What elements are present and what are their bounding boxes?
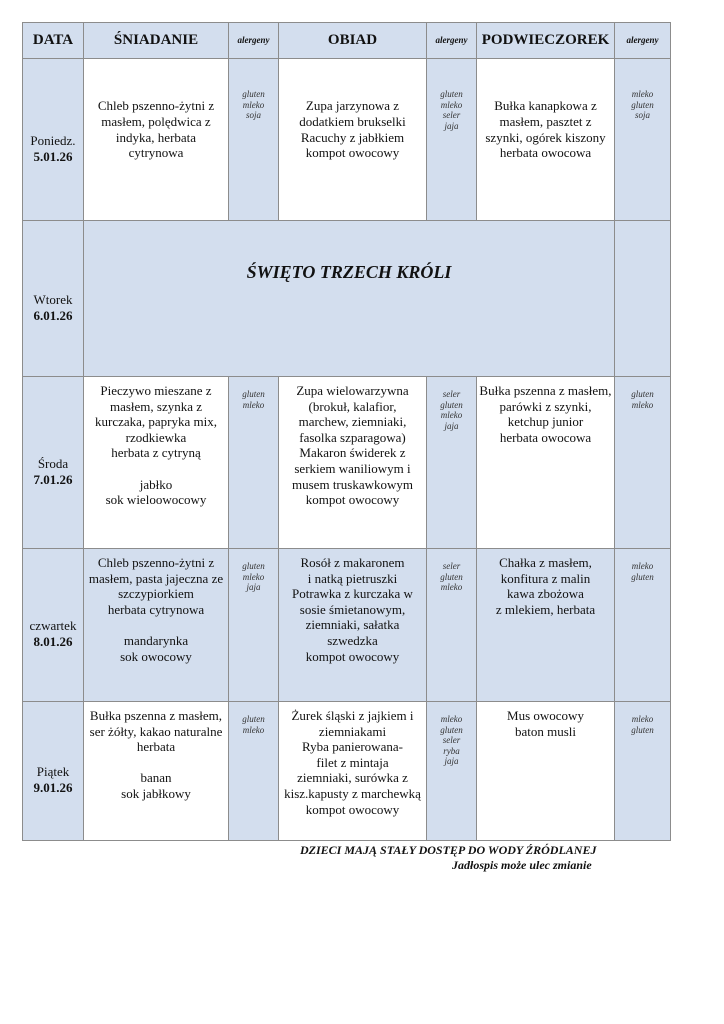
header-allergens: alergeny (228, 22, 279, 59)
day-name: Środa (37, 455, 69, 471)
water-notice: DZIECI MAJĄ STAŁY DOSTĘP DO WODY ŹRÓDLAN… (300, 843, 597, 857)
breakfast-allergens-cell: gluten mleko soja (228, 58, 279, 221)
snack-cell: Chałka z masłem, konfitura z malin kawa … (476, 548, 615, 702)
header-allergens: alergeny (426, 22, 477, 59)
allergens-cell (614, 220, 671, 377)
day-name: czwartek (29, 618, 77, 634)
date-cell: Poniedz.5.01.26 (22, 58, 84, 221)
breakfast-cell: Chleb pszenno-żytni z masłem, pasta jaje… (83, 548, 229, 702)
day-date: 9.01.26 (33, 780, 73, 795)
header-breakfast: ŚNIADANIE (83, 22, 229, 59)
snack-allergens-cell: mleko gluten (614, 548, 671, 702)
lunch-cell: Rosół z makaronem i natką pietruszki Pot… (278, 548, 427, 702)
breakfast-allergens-cell: gluten mleko jaja (228, 548, 279, 702)
snack-cell: Bułka pszenna z masłem, parówki z szynki… (476, 376, 615, 549)
breakfast-cell: Chleb pszenno-żytni z masłem, polędwica … (83, 58, 229, 221)
header-snack: PODWIECZOREK (476, 22, 615, 59)
lunch-cell: Żurek śląski z jajkiem i ziemniakami Ryb… (278, 701, 427, 841)
lunch-allergens-cell: mleko gluten seler ryba jaja (426, 701, 477, 841)
day-date: 6.01.26 (33, 307, 73, 323)
day-name: Wtorek (33, 291, 73, 307)
snack-allergens-cell: gluten mleko (614, 376, 671, 549)
lunch-cell: Zupa wielowarzywna (brokuł, kalafior, ma… (278, 376, 427, 549)
lunch-allergens-cell: gluten mleko seler jaja (426, 58, 477, 221)
lunch-cell: Zupa jarzynowa z dodatkiem brukselki Rac… (278, 58, 427, 221)
header-date: DATA (22, 22, 84, 59)
day-name: Piątek (36, 764, 70, 780)
menu-change-note: Jadłospis może ulec zmianie (452, 858, 592, 872)
day-date: 7.01.26 (33, 471, 73, 487)
day-name: Poniedz. (30, 132, 76, 148)
breakfast-cell: Bułka pszenna z masłem, ser żółty, kakao… (83, 701, 229, 841)
breakfast-cell: Pieczywo mieszane z masłem, szynka z kur… (83, 376, 229, 549)
snack-allergens-cell: mleko gluten (614, 701, 671, 841)
holiday-cell: ŚWIĘTO TRZECH KRÓLI (83, 220, 615, 377)
lunch-allergens-cell: seler gluten mleko (426, 548, 477, 702)
header-lunch: OBIAD (278, 22, 427, 59)
lunch-allergens-cell: seler gluten mleko jaja (426, 376, 477, 549)
breakfast-allergens-cell: gluten mleko (228, 701, 279, 841)
day-date: 8.01.26 (33, 634, 73, 649)
day-date: 5.01.26 (33, 148, 73, 164)
snack-allergens-cell: mleko gluten soja (614, 58, 671, 221)
header-allergens: alergeny (614, 22, 671, 59)
breakfast-allergens-cell: gluten mleko (228, 376, 279, 549)
snack-cell: Mus owocowy baton musli (476, 701, 615, 841)
snack-cell: Bułka kanapkowa z masłem, pasztet z szyn… (476, 58, 615, 221)
